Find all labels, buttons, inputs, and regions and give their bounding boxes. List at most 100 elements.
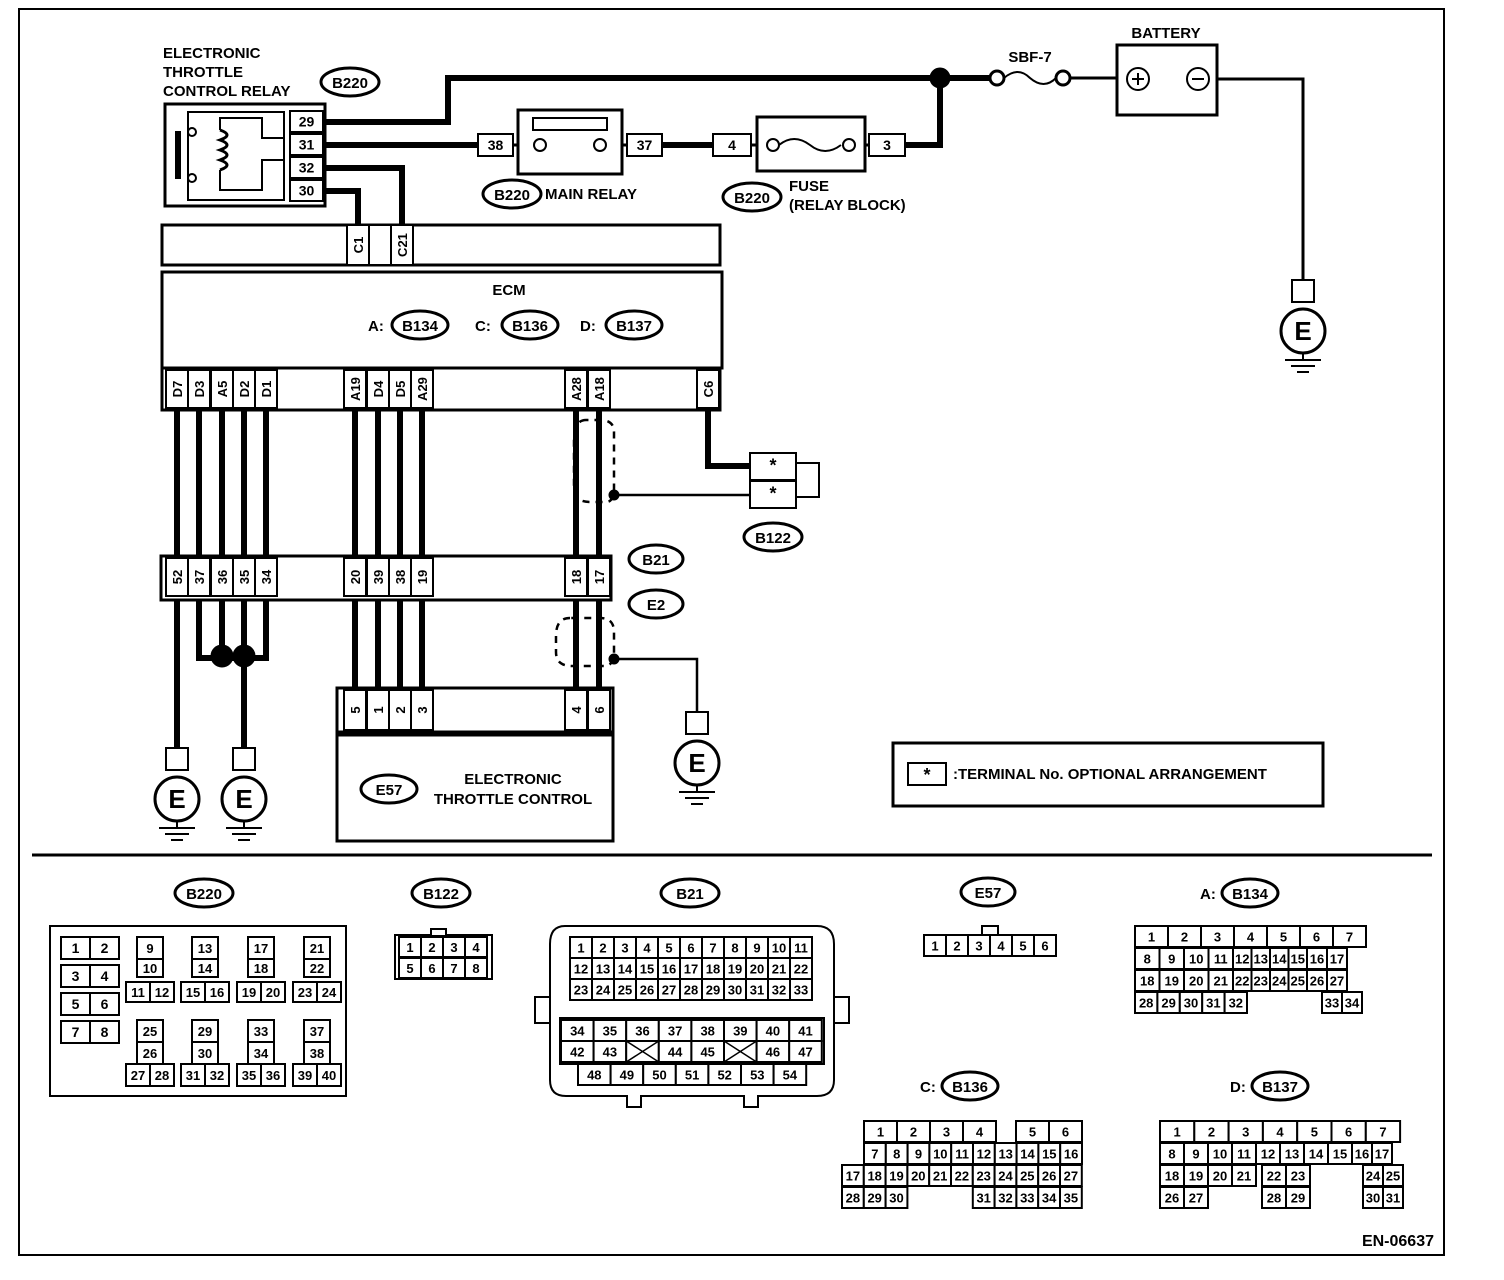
b137-face-pin-4: 4 [1276,1125,1284,1140]
b134-face-pin-9: 9 [1168,952,1175,967]
ecm-pin-A29: A29 [415,377,430,401]
b137-face-pin-15: 15 [1333,1147,1347,1162]
b136-face-pin-16: 16 [1064,1147,1078,1162]
shield-loop-lower [554,616,616,668]
b220-pin-23: 23 [298,985,312,1000]
joint-37-34-bridge-wire [196,600,269,661]
b136-face-pin-14: 14 [1020,1147,1035,1162]
joint-pin-17-cell [587,557,611,597]
relay-title-line: CONTROL RELAY [163,83,291,100]
diagram-frame [18,8,1445,1256]
b21-face-pin-36: 36 [635,1024,649,1039]
b136-face-pin-22: 22 [955,1169,969,1184]
main-relay-terminal-left: 38 [488,137,504,153]
b21-face-pin-21: 21 [772,962,786,977]
b220-pin-12-cell [149,981,175,1003]
b220-pin-6-cell [89,992,120,1016]
b220-pin-4: 4 [101,968,109,984]
ecm-connector-prefix: D: [580,318,596,335]
ecm-pin-A19: A19 [348,377,363,401]
b134-face-pin-26: 26 [1310,974,1324,989]
shield-ground-label: E [688,748,705,778]
b21-face-pin-49: 49 [620,1068,634,1083]
legend-terminal-box [907,762,947,786]
b136-face-pin-19: 19 [889,1169,903,1184]
b21-face-pin-9: 9 [753,941,760,956]
relay-30-to-ecm-c1-wire [325,188,361,226]
b137-face-pin-16: 16 [1355,1147,1369,1162]
etc-connector-code: E57 [376,782,403,799]
b136-face-pin-29: 29 [867,1191,881,1206]
ecm-pin-D2: D2 [237,381,252,398]
b21-face-pin-43: 43 [603,1045,617,1060]
b220-pin-2-cell [89,936,120,960]
ecm-pin-A18: A18 [592,377,607,401]
b137-face-pin-17: 17 [1375,1147,1389,1162]
joint-pin-20: 20 [348,570,363,584]
b21-face-pin-45: 45 [700,1045,714,1060]
fuse-label-line: (RELAY BLOCK) [789,197,906,214]
relay-terminal-30-cell [289,179,324,202]
b220-pin-4-cell [89,964,120,988]
b137-face-pin-27-cell [1183,1186,1209,1209]
b134-face-pin-13: 13 [1254,952,1268,967]
b21-face-pin-33-cell [789,978,813,1001]
ecm-ground-1-label: E [168,784,185,814]
b21-face-pin-4: 4 [643,941,651,956]
b21-face-pin-54: 54 [783,1068,798,1083]
b134-face-pin-27: 27 [1330,974,1344,989]
joint-pin-34-cell [254,557,278,597]
b136-face-pin-3: 3 [943,1125,950,1140]
relay-32-to-ecm-c21-wire [325,165,405,226]
ecm-ground-2-label: E [235,784,252,814]
b220-pin-31: 31 [186,1068,200,1083]
b134-face-pin-22: 22 [1235,974,1249,989]
b220-face-code-oval [173,877,235,909]
b21-face-latch [833,996,850,1024]
b136-face-pin-35: 35 [1064,1191,1078,1206]
b220-pin-17: 17 [254,941,268,956]
b122-pin-cell [749,480,797,509]
main-relay-contact [533,138,547,152]
b21-face-pin-28: 28 [684,983,698,998]
b136-face-pin-12: 12 [977,1147,991,1162]
joint-pin-36: 36 [215,570,230,584]
b21-face-pin-48: 48 [587,1068,601,1083]
b220-pin-15: 15 [186,985,200,1000]
fuse-connector-code-oval [721,181,783,213]
b134-face-pin-23: 23 [1254,974,1268,989]
fuse-label-line: FUSE [789,178,829,195]
sbf-label: SBF-7 [1008,49,1051,66]
b21-face-pin-2: 2 [599,941,606,956]
relay-terminal-29: 29 [299,114,315,130]
main-relay-connector-code-oval [481,178,543,210]
b137-face-pin-21: 21 [1237,1169,1251,1184]
b137-face-pin-10: 10 [1213,1147,1227,1162]
b220-pin-28-cell [149,1063,175,1087]
b134-face-pin-30: 30 [1184,996,1198,1011]
b134-face-pin-25: 25 [1291,974,1305,989]
etc-pin-3: 3 [415,706,430,713]
b220-pin-21: 21 [310,941,324,956]
relay-terminal-32: 32 [299,160,315,176]
b137-face-code-oval [1250,1070,1310,1102]
b21-face-pin-18: 18 [706,962,720,977]
b220-pin-5: 5 [72,996,80,1012]
etc-label-line: ELECTRONIC [464,771,562,788]
ecm-connector-code-B134: B134 [402,318,439,335]
b137-face-pin-13: 13 [1285,1147,1299,1162]
ecm-connector-code-B136-oval [500,309,560,341]
b136-face-pin-7: 7 [871,1147,878,1162]
b220-pin-35: 35 [242,1068,256,1083]
joint-connector-code-e2: E2 [647,597,665,614]
b134-face-pin-2: 2 [1181,930,1188,945]
joint-pin-18: 18 [569,570,584,584]
battery-label: BATTERY [1131,25,1200,42]
b21-face-pin-33: 33 [794,983,808,998]
sbf-terminal [1054,69,1072,87]
b136-face-pin-26: 26 [1042,1169,1056,1184]
b134-face-pin-12: 12 [1235,952,1249,967]
b220-pin-24-cell [316,981,342,1003]
b136-face-pin-24: 24 [998,1169,1013,1184]
